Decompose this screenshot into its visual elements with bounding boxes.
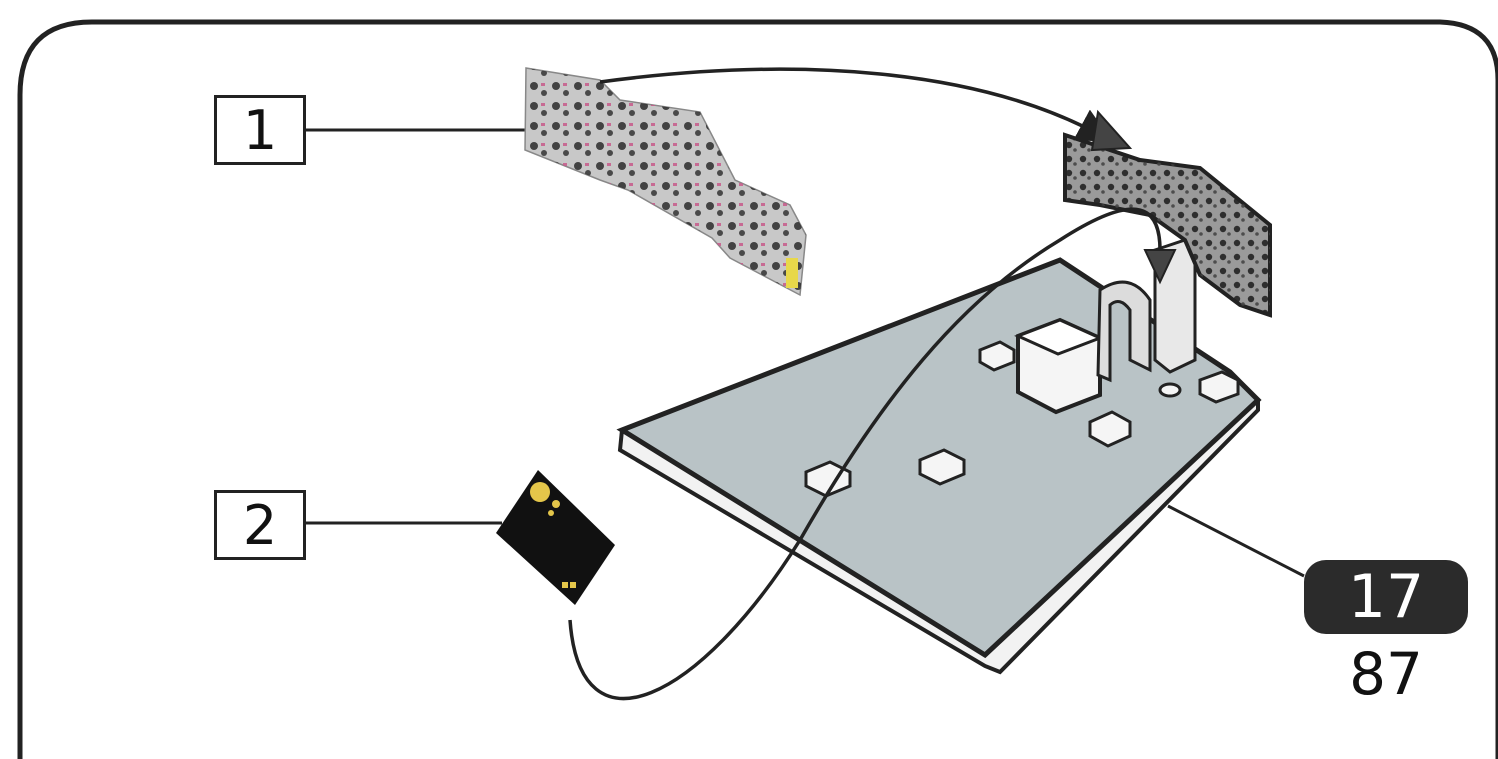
leader-line-17	[1167, 504, 1305, 578]
callout-1: 1	[214, 95, 306, 165]
part-subnumber: 87	[1349, 640, 1423, 708]
frame-border	[17, 19, 1498, 759]
instrument-panel-decal-icon	[524, 67, 807, 297]
arrowhead-1	[1090, 109, 1133, 152]
callout-2: 2	[214, 490, 306, 560]
cockpit-floor-plate-icon	[616, 132, 1272, 675]
arrowhead-2	[1143, 249, 1177, 285]
placement-arrow-1	[599, 67, 1113, 142]
part-number-badge: 17	[1304, 560, 1468, 634]
placement-arrow-2	[568, 207, 1162, 701]
black-square-decal-icon	[496, 470, 615, 605]
